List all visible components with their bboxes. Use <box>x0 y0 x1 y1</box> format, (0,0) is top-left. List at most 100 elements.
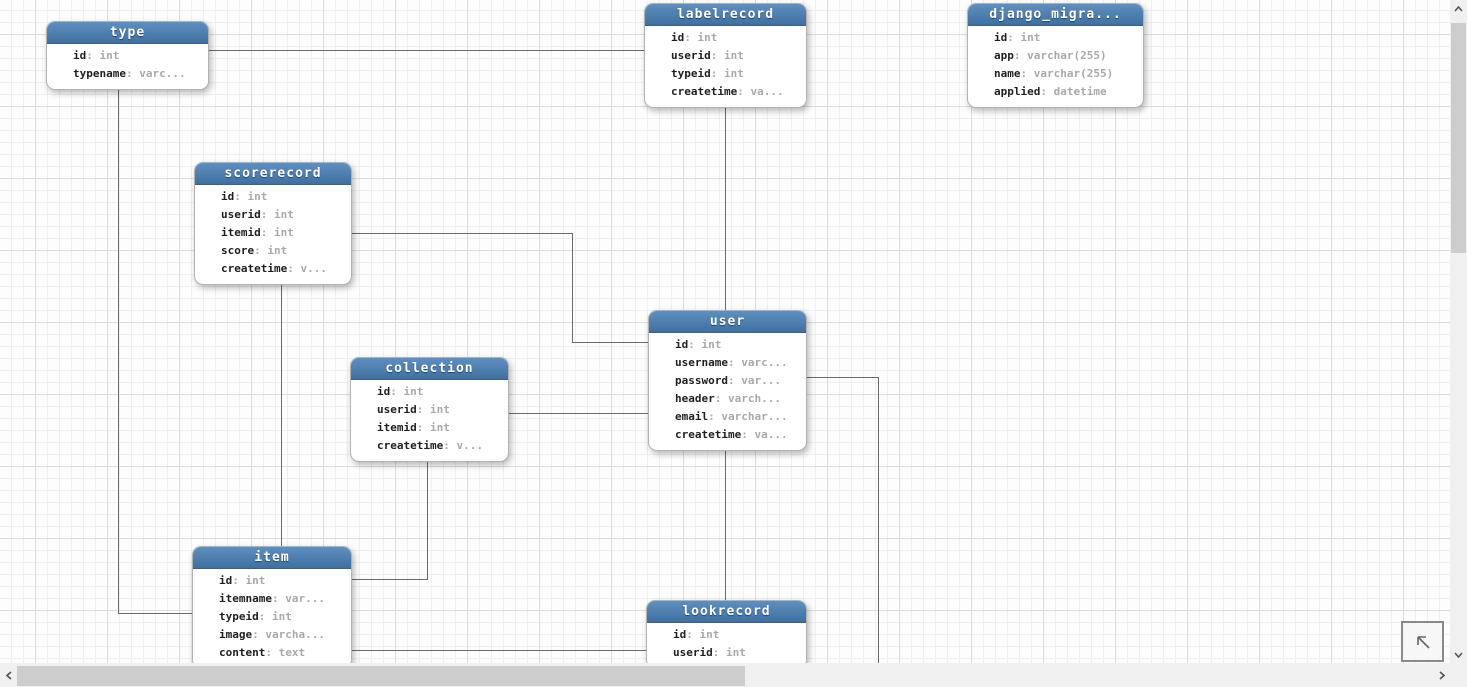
field-type: int <box>417 403 450 416</box>
scroll-left-button[interactable] <box>0 667 17 684</box>
table-field-row[interactable]: idint <box>675 336 800 354</box>
table-title-bar[interactable]: collection <box>351 358 508 380</box>
table-field-row[interactable]: createtimeva... <box>671 83 800 101</box>
field-name: itemid <box>377 421 417 434</box>
table-field-row[interactable]: imagevarcha... <box>219 626 345 644</box>
relationship-line-collection-item <box>427 455 428 580</box>
db-table-user[interactable]: user idint usernamevarc... passwordvar..… <box>648 310 807 451</box>
field-name: image <box>219 628 253 641</box>
table-field-row[interactable]: idint <box>73 47 202 65</box>
table-title-bar[interactable]: labelrecord <box>645 4 806 26</box>
table-title-bar[interactable]: scorerecord <box>195 163 351 185</box>
field-type: var... <box>728 374 781 387</box>
field-type: int <box>232 574 265 587</box>
field-type: int <box>711 49 744 62</box>
table-field-row[interactable]: typeidint <box>671 65 800 83</box>
table-title: labelrecord <box>676 7 775 22</box>
relationship-line-item-lookrecord <box>345 650 651 651</box>
field-type: int <box>234 190 267 203</box>
table-field-row[interactable]: idint <box>377 383 502 401</box>
field-type: int <box>261 226 294 239</box>
db-table-django_migra[interactable]: django_migra... idint appvarchar(255) na… <box>967 3 1144 108</box>
table-title-bar[interactable]: django_migra... <box>968 4 1143 26</box>
field-name: score <box>221 244 255 257</box>
table-field-row[interactable]: applieddatetime <box>994 83 1137 101</box>
table-field-row[interactable]: typenamevarc... <box>73 65 202 83</box>
field-name: header <box>675 392 715 405</box>
table-field-row[interactable]: useridint <box>221 206 345 224</box>
table-field-row[interactable]: idint <box>221 188 345 206</box>
table-field-row[interactable]: appvarchar(255) <box>994 47 1137 65</box>
table-field-row[interactable]: useridint <box>671 47 800 65</box>
table-title-bar[interactable]: item <box>193 547 351 569</box>
table-field-row[interactable]: itemidint <box>221 224 345 242</box>
vertical-scrollbar[interactable] <box>1450 0 1467 663</box>
table-field-row[interactable]: idint <box>994 29 1137 47</box>
relationship-line-collection-item <box>345 579 428 580</box>
scroll-up-button[interactable] <box>1450 0 1467 17</box>
field-name: id <box>377 385 391 398</box>
table-field-row[interactable]: contenttext <box>219 644 345 662</box>
field-type: int <box>713 646 746 659</box>
table-field-row[interactable]: idint <box>673 626 800 644</box>
diagram-canvas[interactable]: type idint typenamevarc... labelrecord i… <box>0 0 1450 663</box>
table-field-row[interactable]: useridint <box>673 644 800 662</box>
table-field-row[interactable]: itemidint <box>377 419 502 437</box>
db-table-collection[interactable]: collection idint useridint itemidint cre… <box>350 357 509 462</box>
field-name: username <box>675 356 728 369</box>
field-name: id <box>673 628 687 641</box>
field-type: varc... <box>728 356 788 369</box>
relationship-line-scorerecord-user <box>345 233 573 234</box>
horizontal-scrollbar[interactable] <box>0 665 1450 687</box>
db-table-item[interactable]: item idint itemnamevar... typeidint imag… <box>192 546 352 663</box>
field-name: id <box>671 31 685 44</box>
relationship-line-user-lookrecord <box>725 444 726 606</box>
db-table-type[interactable]: type idint typenamevarc... <box>46 21 209 90</box>
db-table-scorerecord[interactable]: scorerecord idint useridint itemidint sc… <box>194 162 352 285</box>
table-field-row[interactable]: emailvarchar... <box>675 408 800 426</box>
table-field-row[interactable]: createtimev... <box>221 260 345 278</box>
table-field-row[interactable]: idint <box>671 29 800 47</box>
table-field-row[interactable]: idint <box>219 572 345 590</box>
table-field-list: idint useridint itemidint createtimev... <box>351 380 508 461</box>
table-field-row[interactable]: passwordvar... <box>675 372 800 390</box>
table-field-list: idint usernamevarc... passwordvar... hea… <box>649 333 806 450</box>
table-title-bar[interactable]: lookrecord <box>647 601 806 623</box>
table-field-list: idint useridint <box>647 623 806 663</box>
table-field-row[interactable]: namevarchar(255) <box>994 65 1137 83</box>
field-type: varchar... <box>708 410 787 423</box>
field-type: int <box>684 31 717 44</box>
horizontal-scrollbar-thumb[interactable] <box>17 666 745 686</box>
table-field-row[interactable]: itemnamevar... <box>219 590 345 608</box>
table-field-row[interactable]: usernamevarc... <box>675 354 800 372</box>
vertical-scrollbar-thumb[interactable] <box>1451 23 1466 253</box>
field-type: int <box>86 49 119 62</box>
relationship-line-collection-user <box>502 413 653 414</box>
chevron-right-icon <box>1438 671 1445 680</box>
db-table-lookrecord[interactable]: lookrecord idint useridint <box>646 600 807 663</box>
table-title: collection <box>385 361 474 376</box>
table-field-list: idint itemnamevar... typeidint imagevarc… <box>193 569 351 663</box>
chevron-up-icon <box>1454 5 1463 12</box>
field-type: datetime <box>1040 85 1106 98</box>
table-field-row[interactable]: useridint <box>377 401 502 419</box>
arrow-up-left-icon <box>1416 635 1430 649</box>
table-field-row[interactable]: typeidint <box>219 608 345 626</box>
field-name: createtime <box>221 262 288 275</box>
table-field-row[interactable]: headervarch... <box>675 390 800 408</box>
scroll-down-button[interactable] <box>1450 646 1467 663</box>
field-type: int <box>417 421 450 434</box>
table-field-row[interactable]: createtimeva... <box>675 426 800 444</box>
field-type: int <box>390 385 423 398</box>
jump-to-origin-button[interactable] <box>1401 621 1444 662</box>
field-name: id <box>219 574 233 587</box>
table-field-row[interactable]: createtimev... <box>377 437 502 455</box>
db-table-labelrecord[interactable]: labelrecord idint useridint typeidint cr… <box>644 3 807 108</box>
table-field-list: idint typenamevarc... <box>47 44 208 89</box>
table-title-bar[interactable]: type <box>47 22 208 44</box>
scroll-right-button[interactable] <box>1433 667 1450 684</box>
table-title-bar[interactable]: user <box>649 311 806 333</box>
table-field-row[interactable]: scoreint <box>221 242 345 260</box>
relationship-line-user-lookrecord <box>878 377 879 663</box>
